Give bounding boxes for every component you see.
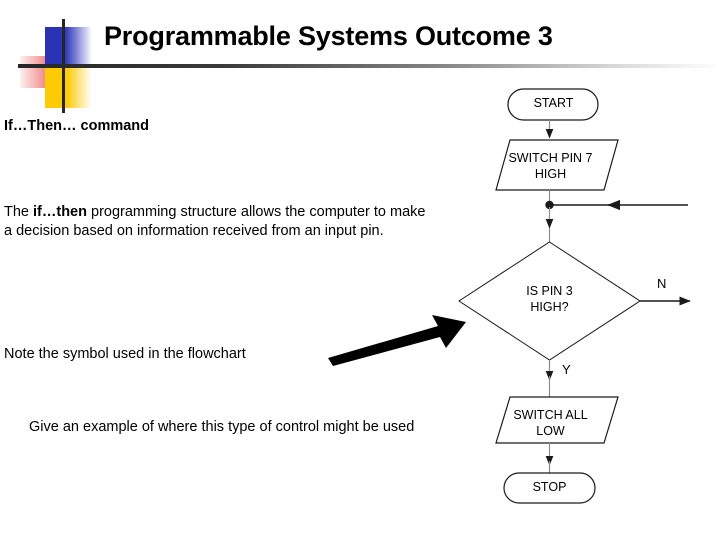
flow-node-start — [507, 88, 599, 121]
flow-node-switch-all-low — [495, 396, 619, 444]
header-divider-rule — [18, 64, 720, 68]
flow-node-switch-pin7 — [495, 139, 619, 191]
note-flowchart-symbol: Note the symbol used in the flowchart — [4, 346, 246, 362]
paragraph-text-pre: The — [4, 204, 34, 220]
flow-node-stop — [503, 472, 596, 504]
paragraph-if-then-structure: The if…then programming structure allows… — [4, 203, 434, 241]
flow-branch-label-yes: Y — [562, 362, 571, 377]
paragraph-text-post: programming structure allows the compute… — [4, 204, 426, 239]
section-heading-if-then: If…Then… command — [4, 118, 150, 134]
flow-node-decision — [458, 241, 641, 361]
page-title: Programmable Systems Outcome 3 — [104, 21, 553, 51]
logo-square-blue — [45, 27, 92, 69]
paragraph-text-bold: if…then — [33, 204, 87, 220]
flow-junction-dot — [545, 200, 554, 210]
logo-square-yellow — [45, 66, 92, 108]
pointer-arrow-icon — [328, 315, 466, 366]
flow-branch-label-no: N — [657, 276, 667, 291]
task-give-example: Give an example of where this type of co… — [29, 419, 415, 435]
logo-mark — [18, 18, 104, 113]
flowchart-diagram — [458, 88, 691, 504]
